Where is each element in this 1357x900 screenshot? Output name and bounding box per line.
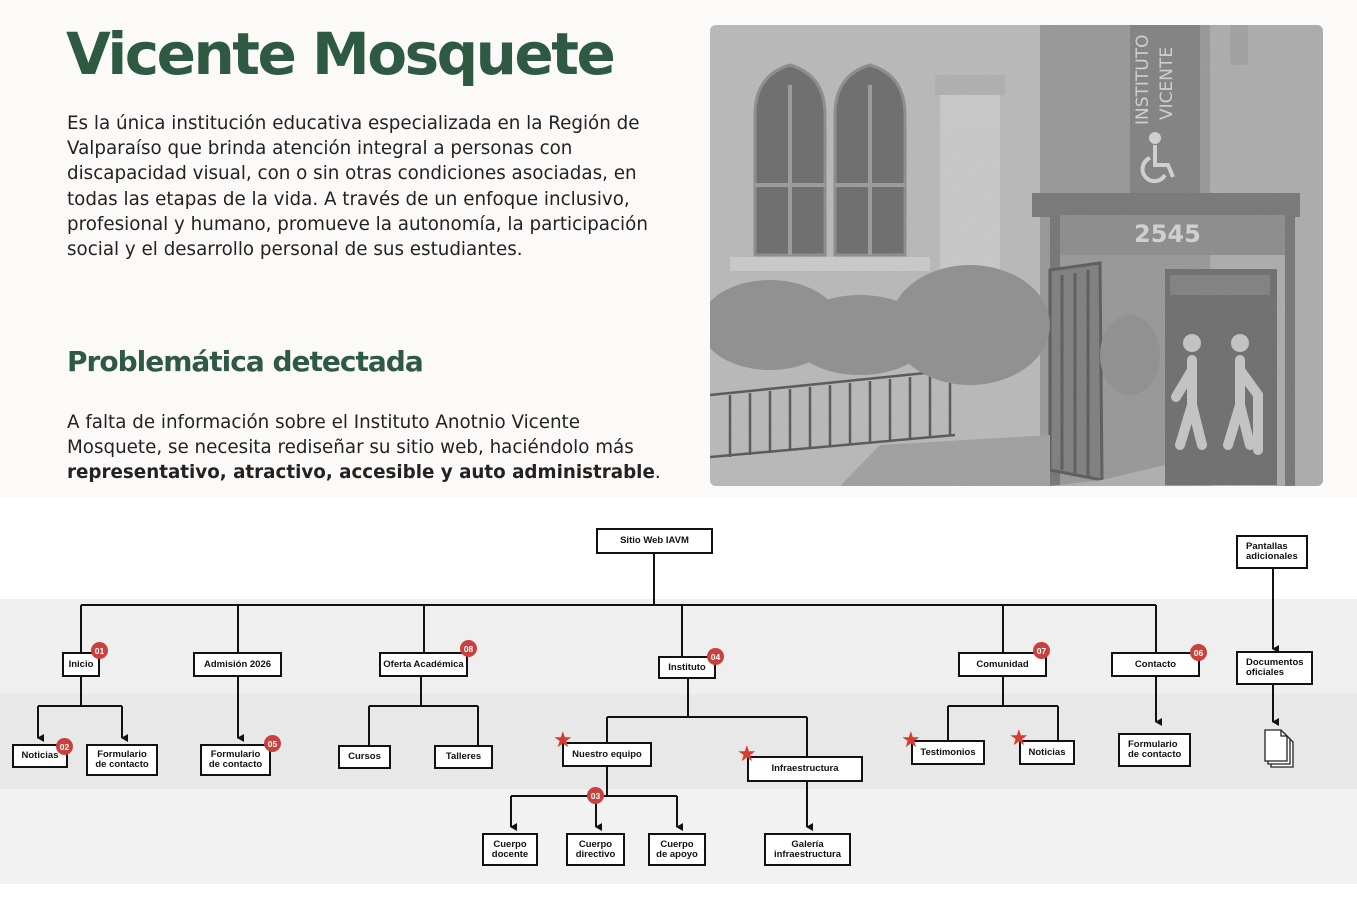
cursos-node: Cursos [338,745,391,769]
contacto-node: Contacto [1111,652,1200,677]
star-icon: ★ [901,727,921,752]
problem-heading: Problemática detectada [67,345,424,378]
page-title: Vicente Mosquete [66,20,616,88]
nuestro-equipo-node: Nuestro equipo [562,742,652,767]
galeria-node: Galería infraestructura [764,833,851,866]
intro-paragraph: Es la única institución educativa especi… [67,113,648,261]
badge-comunidad: 07 [1033,642,1050,659]
problem-end: . [654,462,661,484]
sitemap-root-node: Sitio Web IAVM [596,528,713,554]
instituto-node: Instituto [658,656,716,679]
oferta-node: Oferta Académica [379,652,468,677]
building-sketch: INSTITUTO VICENTE 2545 [710,25,1323,486]
problem-text: A falta de información sobre el Institut… [67,412,634,459]
badge-instituto: 04 [707,648,724,665]
cuerpo-directivo-node: Cuerpo directivo [566,833,625,866]
testimonios-node: Testimonios [911,740,985,765]
admision-form-node: Formulario de contacto [200,744,271,776]
cuerpo-docente-node: Cuerpo docente [482,833,538,866]
documents-icon [1264,729,1294,768]
contacto-form-node: Formulario de contacto [1118,733,1191,767]
admision-node: Admisión 2026 [193,652,282,677]
badge-noticias: 02 [56,738,73,755]
documents-node: Documentos oficiales [1236,651,1313,685]
extra-screens-node: Pantallas adicionales [1236,535,1308,569]
star-icon: ★ [553,727,573,752]
comunidad-node: Comunidad [958,652,1047,677]
comunidad-noticias-node: Noticias [1019,740,1075,765]
problem-emphasis: representativo, atractivo, accesible y a… [67,462,655,484]
badge-inicio: 01 [91,642,108,659]
infraestructura-node: Infraestructura [747,756,863,782]
talleres-node: Talleres [434,745,493,769]
building-illustration: INSTITUTO VICENTE 2545 [710,25,1323,486]
problem-paragraph: A falta de información sobre el Institut… [67,410,667,486]
badge-equipo: 03 [587,787,604,804]
cuerpo-apoyo-node: Cuerpo de apoyo [648,833,706,866]
badge-oferta: 08 [460,640,477,657]
badge-contacto: 06 [1190,644,1207,661]
inicio-form-node: Formulario de contacto [86,744,158,776]
star-icon: ★ [737,741,757,766]
badge-admision-form: 05 [264,735,281,752]
star-icon: ★ [1009,725,1029,750]
